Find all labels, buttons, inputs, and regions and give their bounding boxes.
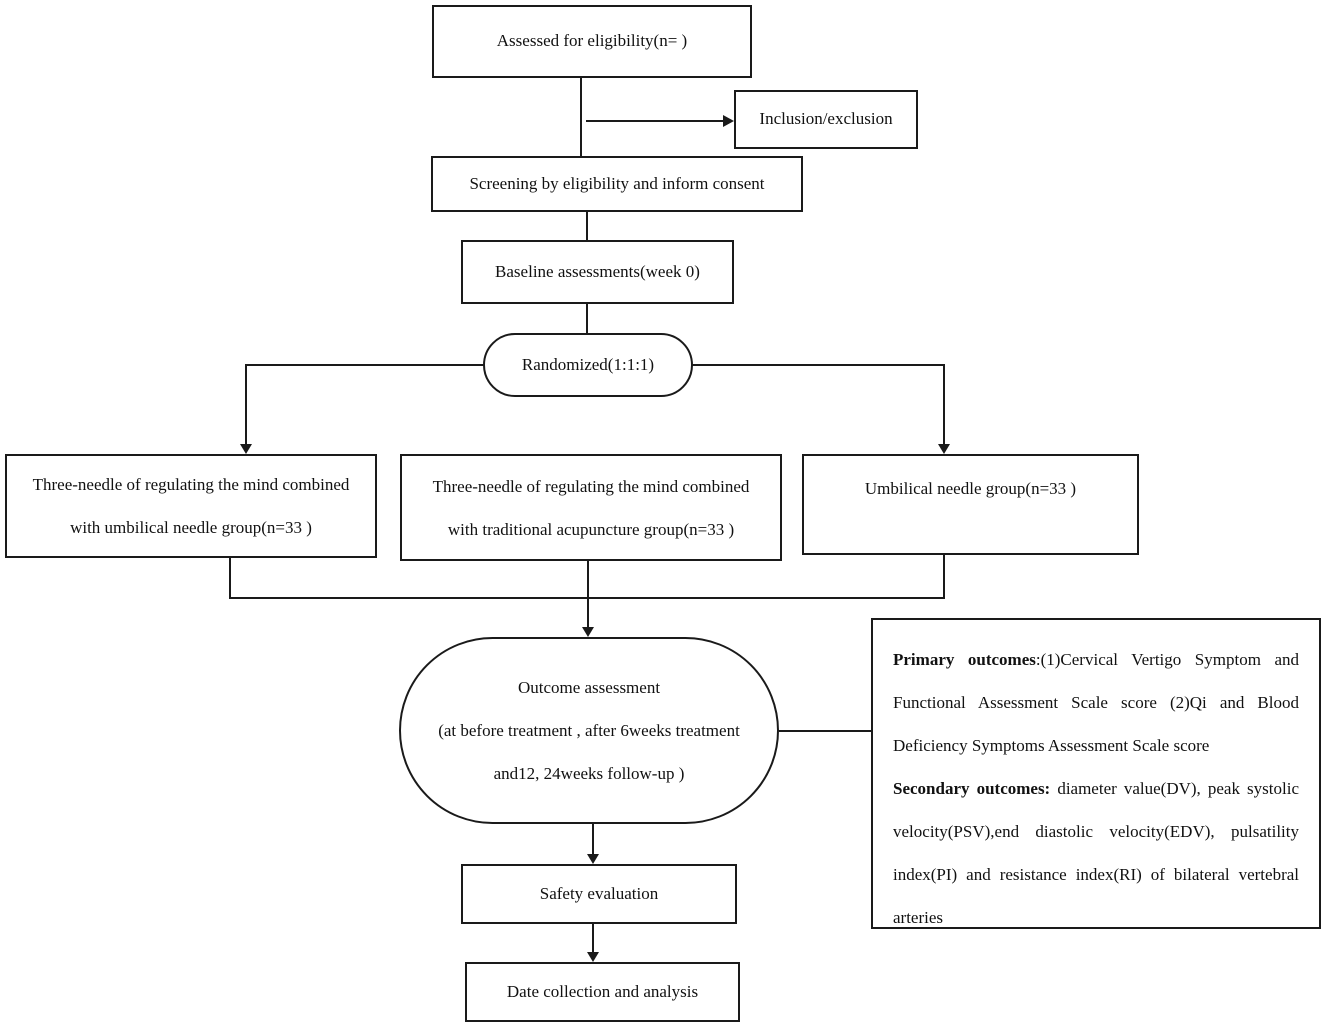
arrowhead-inclusion	[723, 115, 734, 127]
arrowhead-date	[587, 952, 599, 962]
primary-outcomes-label: Primary outcomes	[893, 650, 1036, 669]
screening-box: Screening by eligibility and inform cons…	[431, 156, 803, 212]
date-collection-box: Date collection and analysis	[465, 962, 740, 1022]
connector-baseline-randomized	[586, 304, 588, 333]
connector-group2-down	[587, 561, 589, 627]
secondary-outcomes-text: diameter value(DV), peak systolic veloci…	[893, 779, 1299, 927]
outcomes-description-panel: Primary outcomes:(1)Cervical Vertigo Sym…	[871, 618, 1321, 929]
connector-randomized-right	[692, 364, 945, 366]
group1-line2: with umbilical needle group(n=33 )	[70, 518, 312, 537]
inclusion-exclusion-label: Inclusion/exclusion	[759, 109, 893, 129]
outcome-assessment-node: Outcome assessment (at before treatment …	[399, 637, 779, 824]
randomized-node: Randomized(1:1:1)	[483, 333, 693, 397]
assessed-eligibility-box: Assessed for eligibility(n= )	[432, 5, 752, 78]
connector-assessed-screening	[580, 78, 582, 156]
connector-outcome-safety	[592, 824, 594, 854]
group-umbilical-only-box: Umbilical needle group(n=33 )	[802, 454, 1139, 555]
arrowhead-outcome	[582, 627, 594, 637]
group2-line2: with traditional acupuncture group(n=33 …	[447, 519, 735, 539]
outcome-line2: (at before treatment , after 6weeks trea…	[438, 721, 740, 740]
group-umbilical-combined-box: Three-needle of regulating the mind comb…	[5, 454, 377, 558]
secondary-outcomes-label: Secondary outcomes:	[893, 779, 1051, 798]
group2-line1: Three-needle of regulating the mind comb…	[432, 476, 750, 496]
outcome-line3: and12, 24weeks follow-up )	[493, 764, 685, 783]
outcome-line1: Outcome assessment	[517, 678, 661, 697]
connector-outcome-panel	[779, 730, 871, 732]
baseline-box: Baseline assessments(week 0)	[461, 240, 734, 304]
connector-left-down	[245, 364, 247, 444]
assessed-eligibility-label: Assessed for eligibility(n= )	[496, 31, 688, 51]
baseline-label: Baseline assessments(week 0)	[495, 261, 700, 281]
arrowhead-group1	[240, 444, 252, 454]
connector-group1-down	[229, 558, 231, 598]
safety-evaluation-box: Safety evaluation	[461, 864, 737, 924]
connector-to-inclusion	[586, 120, 723, 122]
group1-line1: Three-needle of regulating the mind comb…	[32, 475, 350, 494]
arrowhead-safety	[587, 854, 599, 864]
group3-label: Umbilical needle group(n=33 )	[864, 479, 1077, 498]
connector-safety-date	[592, 924, 594, 952]
group-traditional-combined-box: Three-needle of regulating the mind comb…	[400, 454, 782, 561]
connector-right-down	[943, 364, 945, 444]
connector-randomized-left	[245, 364, 484, 366]
safety-evaluation-label: Safety evaluation	[539, 883, 659, 903]
arrowhead-group3	[938, 444, 950, 454]
screening-label: Screening by eligibility and inform cons…	[469, 173, 765, 193]
connector-screening-baseline	[586, 212, 588, 240]
randomized-label: Randomized(1:1:1)	[521, 354, 655, 374]
date-collection-label: Date collection and analysis	[506, 981, 699, 1001]
primary-outcomes-text: :(1)Cervical Vertigo Symptom and Functio…	[893, 650, 1299, 755]
inclusion-exclusion-box: Inclusion/exclusion	[734, 90, 918, 149]
connector-group3-down	[943, 555, 945, 598]
